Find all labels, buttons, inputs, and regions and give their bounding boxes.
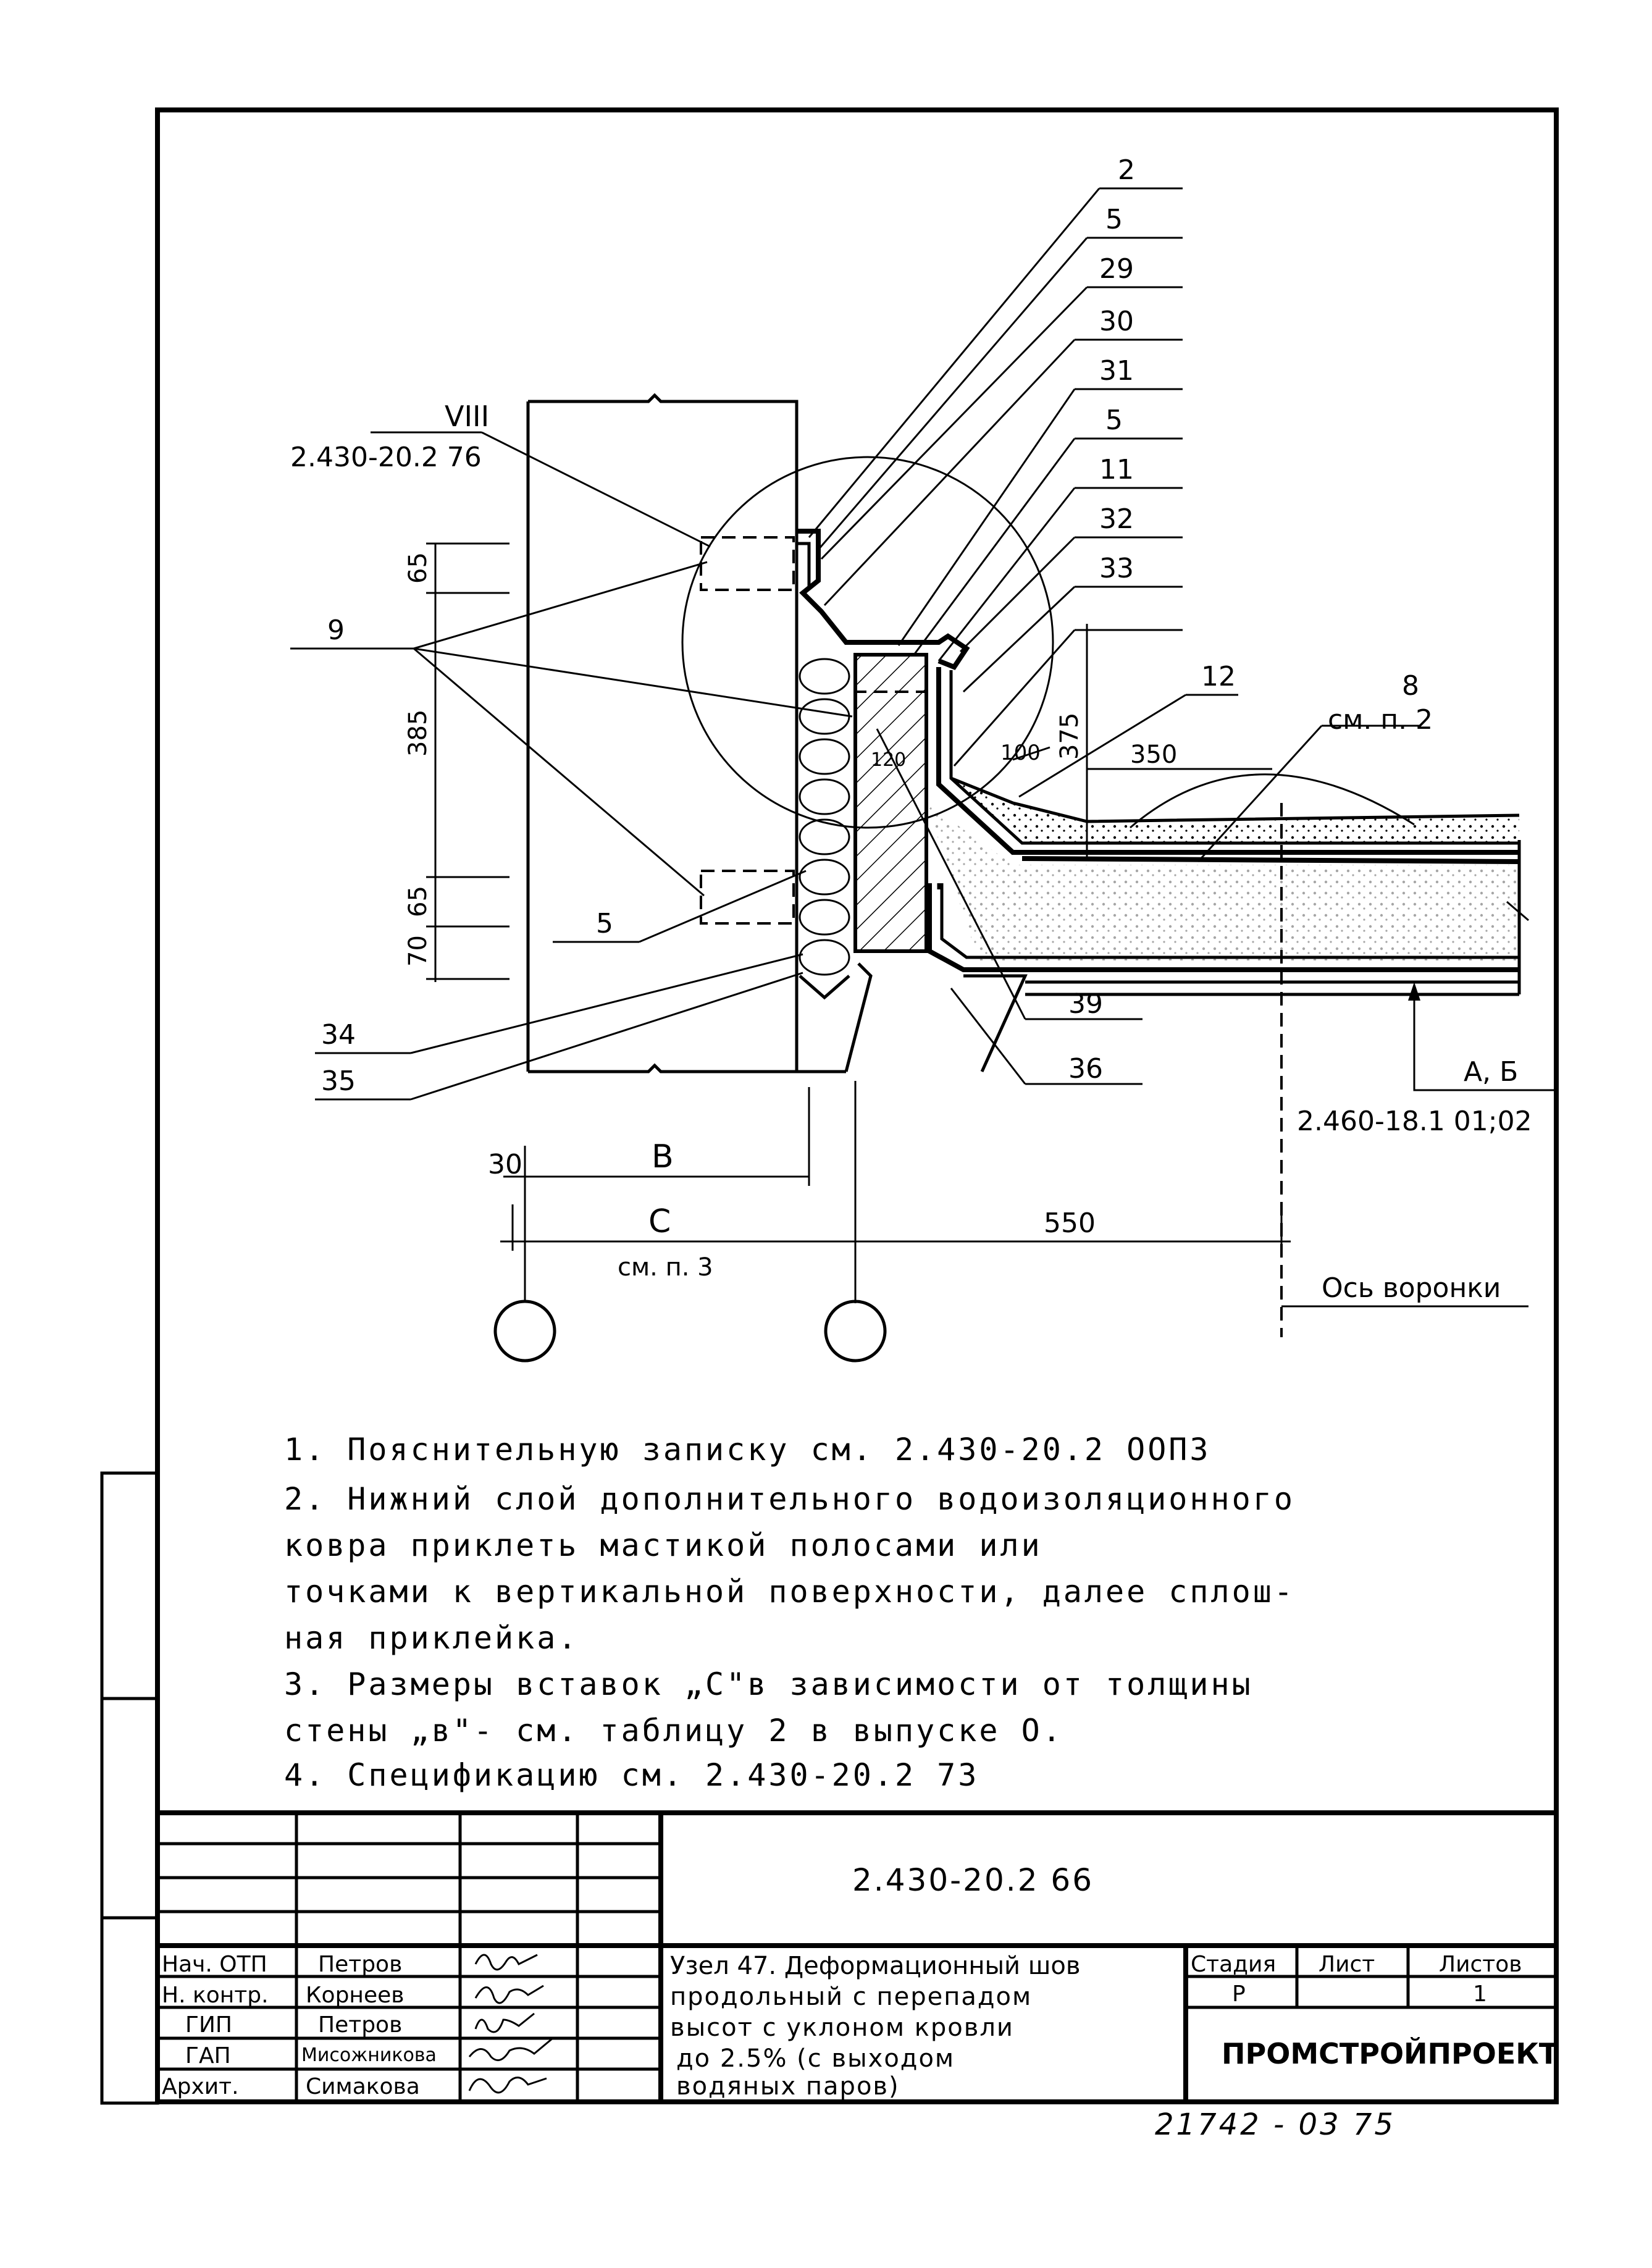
note-line-5: ная приклейка. (284, 1620, 579, 1656)
callout-35: 35 (321, 1065, 356, 1097)
callout-39: 39 (1068, 988, 1103, 1020)
role-1: Нач. ОТП (162, 1952, 267, 1977)
note-line-6: 3. Размеры вставок „С"в зависимости от т… (284, 1666, 1253, 1702)
dimension-lines (426, 542, 1291, 1303)
callout-8-ref: см. п. 2 (1328, 704, 1433, 736)
title-line-1: Узел 47. Деформационный шов (670, 1952, 1081, 1980)
title-block-grid (157, 1810, 1556, 2102)
dim-B: В (652, 1138, 674, 1175)
callout-30: 30 (1099, 306, 1134, 337)
dim-65-top: 65 (404, 552, 432, 584)
dim-375: 375 (1055, 713, 1084, 760)
archive-number: 21742 - 03 75 (1155, 2107, 1396, 2142)
name-2: Корнеев (306, 1983, 405, 2008)
callout-33: 33 (1099, 553, 1134, 584)
callout-34: 34 (321, 1019, 356, 1051)
callout-2: 2 (1118, 154, 1135, 186)
slab (844, 803, 1529, 1073)
compensator (797, 529, 970, 670)
title-line-3: высот с уклоном кровли (670, 2014, 1014, 2042)
dim-30: 30 (488, 1149, 522, 1180)
funnel-axis-label: Ось воронки (1322, 1272, 1501, 1304)
dim-C-ref: см. п. 3 (618, 1253, 713, 1282)
dim-65-bot: 65 (404, 886, 432, 917)
organization: ПРОМСТРОЙПРОЕКТ (1222, 2037, 1559, 2070)
callout-32: 32 (1099, 503, 1134, 535)
note-line-4: точками к вертикальной поверхности, дале… (284, 1574, 1295, 1610)
dim-120: 120 (871, 749, 906, 771)
anchor-bottom (700, 870, 795, 925)
title-line-4: до 2.5% (с выходом (676, 2044, 955, 2073)
role-4: ГАП (185, 2043, 231, 2068)
dim-385: 385 (404, 710, 432, 757)
role-3: ГИП (185, 2012, 232, 2038)
wall-block (526, 393, 846, 1073)
role-2: Н. контр. (162, 1983, 269, 2008)
grid-bubble-1 (493, 1300, 556, 1363)
insulation (799, 658, 850, 1000)
dim-C: С (648, 1203, 671, 1240)
note-line-3: ковра приклеть мастикой полосами или (284, 1527, 1042, 1563)
title-line-5: водяных паров) (676, 2072, 900, 2101)
callout-5a: 5 (1105, 204, 1123, 235)
anchor-top (700, 536, 795, 591)
name-1: Петров (318, 1952, 403, 1977)
callout-11: 11 (1099, 454, 1134, 485)
axis-ref: 2.460-18.1 01;02 (1297, 1106, 1532, 1137)
dimension-labels: 65 385 65 70 120 100 375 350 30 В С см. … (404, 552, 1177, 1282)
dim-100: 100 (1000, 741, 1041, 765)
wood-bar-top (854, 653, 928, 693)
callout-5-left: 5 (596, 908, 613, 939)
stage-header: Стадия (1191, 1952, 1277, 1977)
name-3: Петров (318, 2012, 403, 2038)
roof-carpet (936, 667, 1520, 864)
sheets-value: 1 (1473, 1981, 1487, 2007)
node-ref: 2.430-20.2 76 (290, 442, 482, 473)
callout-labels: 2 5 29 30 31 5 11 32 33 12 8 см. п. 2 39… (290, 154, 1532, 1304)
callout-5b: 5 (1105, 405, 1123, 436)
callout-leaders (290, 187, 1420, 1101)
name-5: Симакова (306, 2074, 420, 2099)
name-4: Мисожникова (301, 2044, 437, 2066)
note-line-7: стены „в"- см. таблицу 2 в выпуске О. (284, 1713, 1063, 1749)
callout-36: 36 (1068, 1053, 1103, 1085)
axis-ab: А, Б (1464, 1056, 1518, 1088)
node-roman: VIII (445, 400, 489, 433)
note-line-1: 1. Пояснительную записку см. 2.430-20.2 … (284, 1432, 1211, 1468)
callout-12: 12 (1201, 661, 1236, 692)
funnel-arc (1130, 773, 1415, 829)
dim-70: 70 (404, 935, 432, 967)
callout-31: 31 (1099, 355, 1134, 387)
title-line-2: продольный с перепадом (670, 1983, 1033, 2011)
callout-8: 8 (1402, 670, 1419, 702)
dim-350: 350 (1130, 741, 1177, 769)
callout-29: 29 (1099, 253, 1134, 285)
role-5: Архит. (162, 2074, 239, 2099)
binding-strip (100, 1471, 159, 2105)
signatures (468, 1954, 553, 2094)
doc-code: 2.430-20.2 66 (852, 1862, 1094, 1898)
sheet-frame (155, 107, 1559, 2104)
stage-value: Р (1232, 1981, 1246, 2007)
sheets-header: Листов (1439, 1952, 1522, 1977)
dim-550: 550 (1044, 1208, 1096, 1239)
grid-bubble-2 (824, 1300, 887, 1363)
note-line-8: 4. Спецификацию см. 2.430-20.2 73 (284, 1757, 979, 1793)
callout-9: 9 (327, 615, 345, 646)
note-line-2: 2. Нижний слой дополнительного водоизоля… (284, 1481, 1295, 1517)
sheet-header: Лист (1319, 1952, 1375, 1977)
